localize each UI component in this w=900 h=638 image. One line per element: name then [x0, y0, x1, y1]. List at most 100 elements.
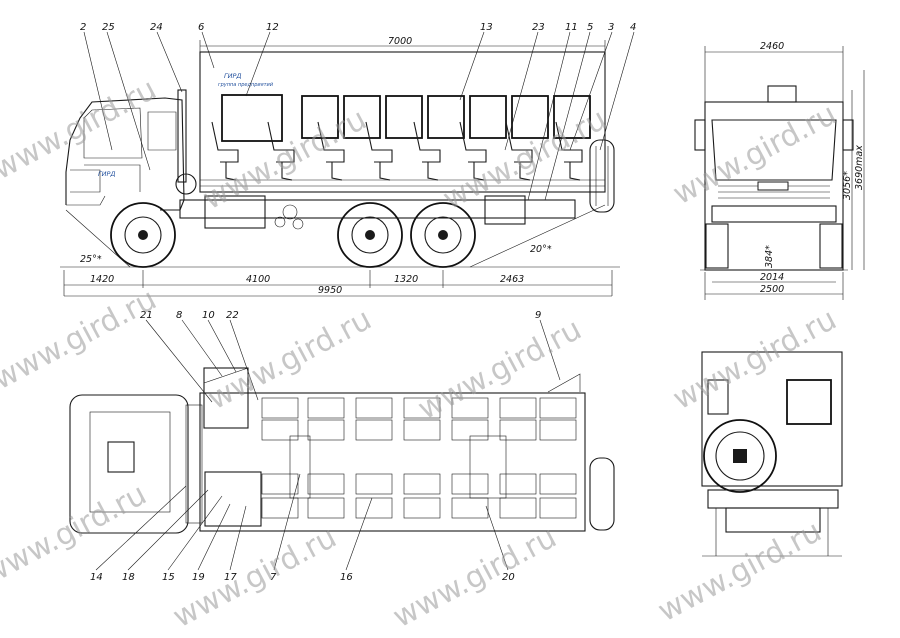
side-leaders: [83, 31, 635, 201]
seat-top: [307, 419, 345, 441]
seat-top: [403, 397, 441, 419]
body-logo-subtitle: группа предприятий: [218, 82, 274, 88]
rear-spare-wheel: [589, 139, 615, 213]
seat-top: [355, 397, 393, 419]
seat-top: [539, 473, 577, 495]
dim-total-length: 9950: [318, 285, 342, 296]
passenger-seat: [505, 121, 533, 181]
side-window: [553, 95, 591, 139]
dim-total-width: 2500: [760, 284, 784, 295]
part-2: 2: [80, 22, 86, 33]
part-18: 18: [122, 572, 135, 583]
seat-top: [261, 473, 299, 495]
part-19: 19: [192, 572, 205, 583]
seat-top: [355, 473, 393, 495]
top-spare-wheel: [589, 457, 615, 531]
rear-wheel-1: [337, 202, 403, 268]
side-window: [343, 95, 381, 139]
rear-view: [701, 351, 843, 557]
side-window: [221, 94, 283, 142]
exhaust-pipe: [177, 89, 187, 183]
part-16: 16: [340, 572, 353, 583]
dim-rear-axle-spacing: 1320: [394, 274, 418, 285]
dim-wheelbase: 4100: [246, 274, 270, 285]
dim-body-length: 7000: [388, 36, 412, 47]
part-12: 12: [266, 22, 279, 33]
dim-height-body: 3056*: [842, 171, 853, 200]
passenger-seat: [267, 121, 295, 181]
top-seats: [261, 397, 577, 519]
body-logo: ГИРД: [224, 72, 241, 80]
side-window: [385, 95, 423, 139]
seat-top: [261, 419, 299, 441]
part-21: 21: [140, 310, 153, 321]
watermark: www.gird.ru: [667, 302, 842, 417]
seat-top: [451, 397, 489, 419]
passenger-seat: [555, 121, 583, 181]
seat-top: [261, 497, 299, 519]
seat-row: [211, 121, 583, 181]
dim-rear-overhang: 2463: [500, 274, 524, 285]
seat-top: [403, 419, 441, 441]
seat-top: [499, 419, 537, 441]
passenger-seat: [365, 121, 393, 181]
seat-top: [539, 397, 577, 419]
rear-body-outline: [701, 351, 843, 487]
part-3: 3: [608, 22, 614, 33]
side-window: [427, 95, 465, 139]
passenger-seat: [317, 121, 345, 181]
rear-wheel-2: [410, 202, 476, 268]
top-view: 21 8 10 22 9 14 18 15 19 17 7 16 20: [69, 310, 615, 583]
part-10: 10: [202, 310, 215, 321]
seat-top: [451, 497, 489, 519]
seat-top: [307, 497, 345, 519]
passenger-seat: [459, 121, 487, 181]
dim-ground-clearance: 384*: [764, 245, 775, 268]
part-6: 6: [198, 22, 204, 33]
dim-departure-angle: 20°*: [530, 244, 552, 255]
battery-box: [484, 195, 526, 225]
seat-top: [403, 473, 441, 495]
dim-approach-angle: 25°*: [80, 254, 102, 265]
dim-body-width: 2460: [760, 41, 784, 52]
rear-spare-wheel-view: [703, 419, 777, 493]
side-window: [511, 95, 549, 139]
passenger-body: [199, 51, 606, 193]
part-20: 20: [502, 572, 515, 583]
dim-height-max: 3690max: [854, 145, 865, 190]
side-window: [469, 95, 507, 139]
seat-top: [499, 497, 537, 519]
part-17: 17: [224, 572, 237, 583]
part-9: 9: [535, 310, 541, 321]
part-25: 25: [102, 22, 115, 33]
seat-top: [307, 397, 345, 419]
front-wheel: [110, 202, 176, 268]
part-22: 22: [226, 310, 239, 321]
seat-top: [355, 419, 393, 441]
seat-top: [307, 473, 345, 495]
seat-top: [539, 497, 577, 519]
chassis-frame: [179, 199, 576, 219]
part-23: 23: [532, 22, 545, 33]
side-window: [301, 95, 339, 139]
part-7: 7: [270, 572, 277, 583]
seat-top: [499, 397, 537, 419]
part-14: 14: [90, 572, 103, 583]
part-15: 15: [162, 572, 175, 583]
part-5: 5: [587, 22, 593, 33]
fuel-tank: [204, 195, 266, 229]
air-filter: [175, 173, 197, 195]
passenger-seat: [413, 121, 441, 181]
dim-track: 2014: [760, 272, 784, 283]
watermark: www.gird.ru: [652, 514, 827, 629]
side-windows: [221, 94, 591, 142]
rear-window: [786, 379, 832, 425]
watermark: www.gird.ru: [667, 97, 842, 212]
seat-top: [355, 497, 393, 519]
passenger-seat: [211, 121, 239, 181]
part-8: 8: [176, 310, 182, 321]
front-view: 2460 2014 2500 3056* 3690max 384*: [694, 41, 865, 300]
part-13: 13: [480, 22, 493, 33]
part-11: 11: [565, 22, 578, 33]
